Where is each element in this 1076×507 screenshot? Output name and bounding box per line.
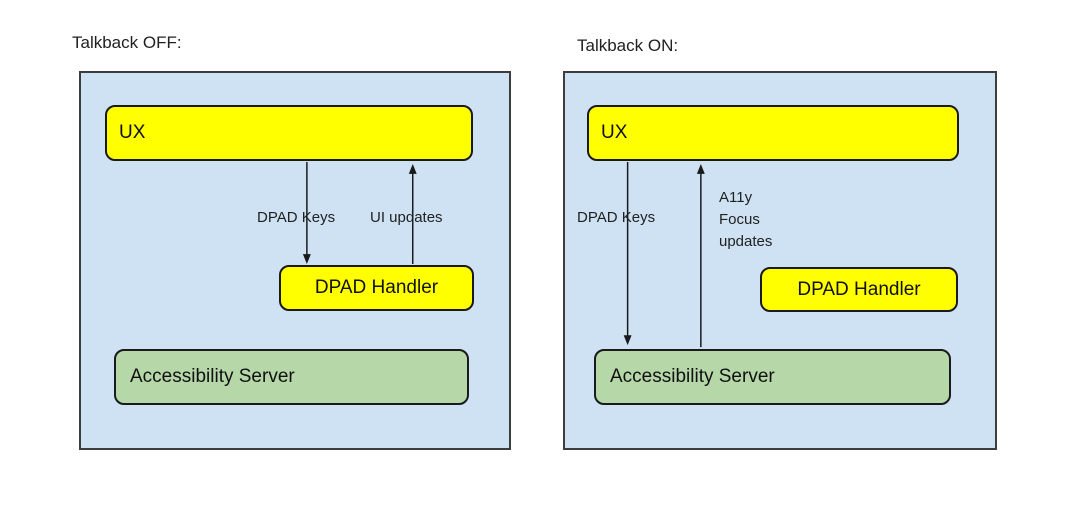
accessibility-server-box: Accessibility Server [114, 349, 469, 405]
dpad-handler-label: DPAD Handler [314, 277, 439, 298]
dpad-keys-arrow-label: DPAD Keys [257, 209, 336, 226]
dpad-keys-arrowhead-icon [623, 335, 632, 346]
dpad-keys-arrowhead-icon [302, 254, 311, 264]
panel-title-talkback-off: Talkback OFF: [72, 33, 182, 52]
a11y-focus-updates-line-2: Focus [719, 211, 760, 228]
dpad-handler-box: DPAD Handler [760, 267, 958, 312]
ux-label: UX [601, 122, 628, 143]
a11y-focus-updates-arrowhead-icon [696, 164, 705, 174]
ux-box: UX [587, 105, 959, 161]
a11y-focus-updates-arrow-label: A11y Focus updates [719, 187, 772, 253]
ux-box: UX [105, 105, 473, 161]
dpad-keys-arrow-label: DPAD Keys [577, 209, 656, 226]
panel-title-talkback-on: Talkback ON: [577, 36, 679, 55]
dpad-handler-box: DPAD Handler [279, 265, 474, 311]
accessibility-server-label: Accessibility Server [610, 366, 775, 387]
ux-label: UX [119, 122, 146, 143]
accessibility-server-box: Accessibility Server [594, 349, 951, 405]
talkback-on-panel: UX DPAD Handler Accessibility Server DPA… [563, 71, 997, 450]
a11y-focus-updates-line-1: A11y [719, 189, 753, 206]
dpad-handler-label: DPAD Handler [797, 278, 921, 300]
a11y-focus-updates-line-3: updates [719, 233, 773, 250]
ui-updates-arrowhead-icon [408, 164, 417, 174]
talkback-off-panel: UX DPAD Handler Accessibility Server DPA… [79, 71, 511, 450]
accessibility-server-label: Accessibility Server [130, 366, 295, 387]
ui-updates-arrow-label: UI updates [370, 209, 443, 226]
